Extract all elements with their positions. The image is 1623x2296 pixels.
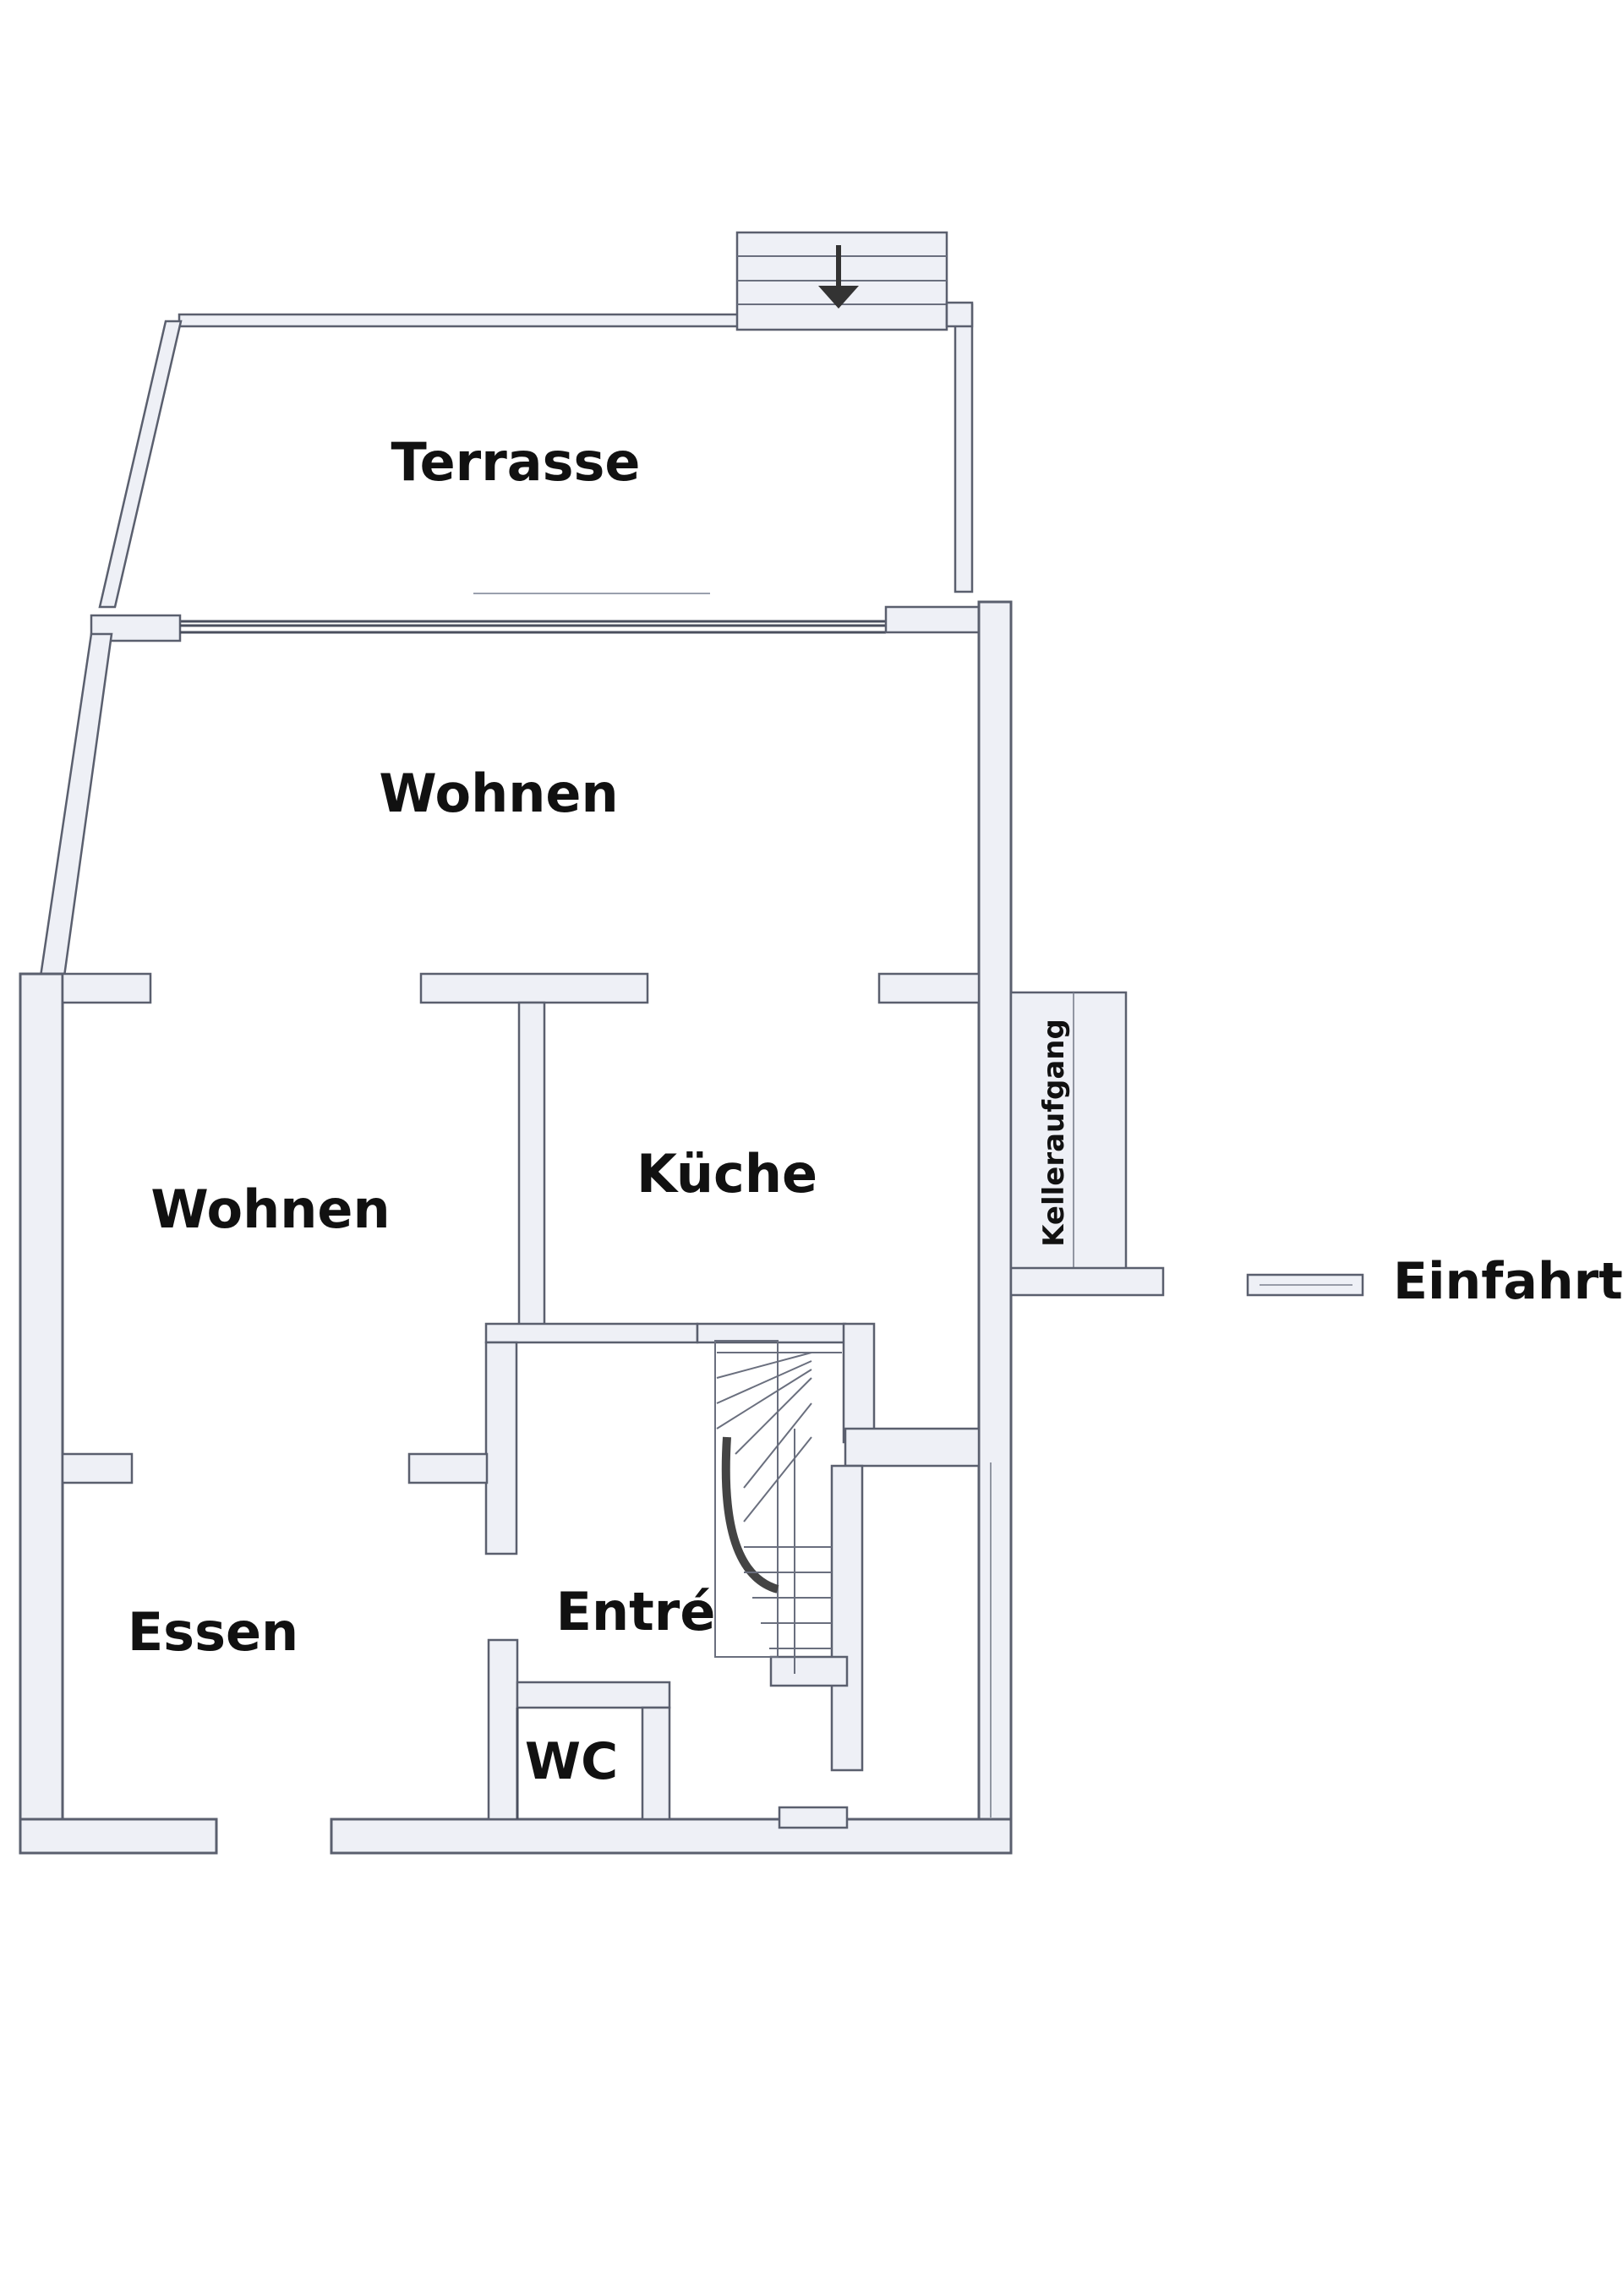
room-label-essen: Essen: [128, 1601, 298, 1663]
room-label-wohnen-left: Wohnen: [150, 1178, 390, 1240]
staircase: [714, 1340, 842, 1674]
terrace-outline: [98, 303, 974, 623]
room-label-wc: WC: [525, 1732, 618, 1791]
driveway-marker: [1246, 1273, 1364, 1297]
terrace-steps: [735, 231, 974, 331]
interior-walls: [61, 972, 992, 1829]
label-einfahrt: Einfahrt: [1393, 1252, 1623, 1311]
room-label-kueche: Küche: [637, 1143, 817, 1205]
exterior-walls: [19, 600, 1013, 1855]
arrow-down-icon: [818, 245, 859, 309]
room-label-terrasse: Terrasse: [391, 431, 641, 493]
room-label-kelleraufgang: Kelleraufgang: [1037, 1019, 1071, 1247]
cellar-access: [1009, 991, 1165, 1297]
room-label-wohnen-top: Wohnen: [379, 763, 618, 824]
room-label-entre: Entré: [556, 1581, 716, 1643]
